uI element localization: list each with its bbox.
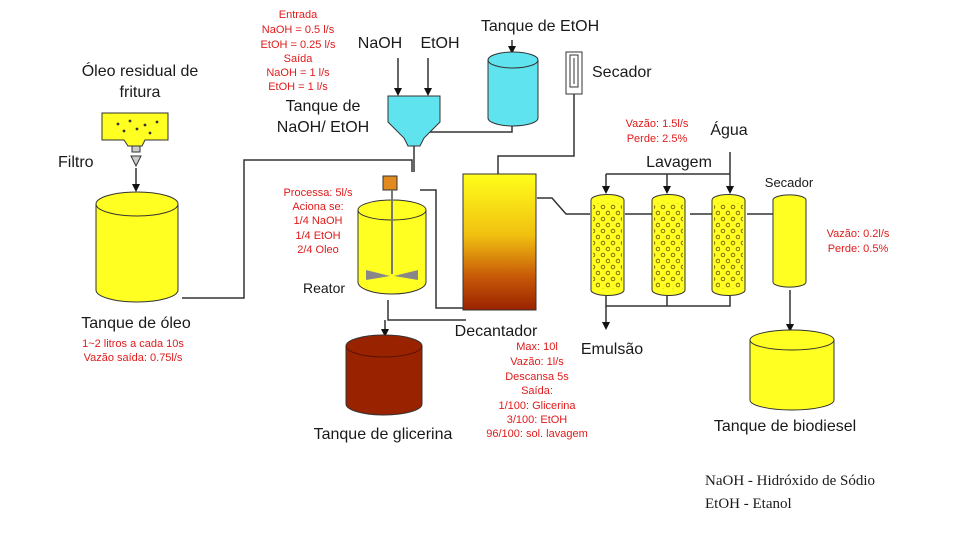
annotation-line: Aciona se: bbox=[292, 201, 343, 213]
label-oleo-residual-2: fritura bbox=[120, 84, 161, 101]
legend-line-2: EtOH - Etanol bbox=[705, 496, 792, 512]
etoh-dryer bbox=[565, 51, 583, 95]
annotation-decantador: Max: 10l Vazão: 1l/s Descansa 5s Saída: … bbox=[486, 341, 588, 440]
annotation-line: Vazão: 0.2l/s bbox=[827, 228, 890, 240]
wash-column-2 bbox=[651, 194, 686, 296]
annotation-line: 1/4 NaOH bbox=[294, 215, 343, 227]
legend: NaOH - Hidróxido de Sódio EtOH - Etanol bbox=[705, 473, 875, 512]
annotation-line: NaOH = 1 l/s bbox=[266, 67, 330, 79]
label-reator: Reator bbox=[303, 280, 345, 296]
annotation-naoh-tank: Entrada NaOH = 0.5 l/s EtOH = 0.25 l/s S… bbox=[261, 9, 336, 93]
annotation-line: EtOH = 0.25 l/s bbox=[261, 39, 336, 51]
annotation-lavagem: Vazão: 1.5l/s Perde: 2.5% bbox=[626, 118, 689, 145]
wash-column-3 bbox=[711, 194, 746, 296]
annotation-line: Processa: 5l/s bbox=[283, 187, 353, 199]
label-tanque-naoh-2: NaOH/ EtOH bbox=[277, 119, 369, 136]
oil-tank bbox=[95, 191, 179, 303]
label-lavagem: Lavagem bbox=[646, 154, 712, 171]
label-naoh: NaOH bbox=[358, 35, 402, 52]
annotation-line: Perde: 2.5% bbox=[627, 133, 688, 145]
label-tanque-biodiesel: Tanque de biodiesel bbox=[714, 418, 856, 435]
label-tanque-naoh-1: Tanque de bbox=[286, 98, 361, 115]
annotation-line: EtOH = 1 l/s bbox=[268, 81, 328, 93]
annotation-line: 1~2 litros a cada 10s bbox=[82, 338, 184, 350]
label-agua: Água bbox=[710, 120, 747, 139]
annotation-line: Vazão: 1.5l/s bbox=[626, 118, 689, 130]
annotation-line: 2/4 Oleo bbox=[297, 244, 339, 256]
reactor bbox=[357, 175, 427, 295]
label-tanque-oleo: Tanque de óleo bbox=[81, 315, 191, 332]
oil-feed-hopper bbox=[101, 112, 169, 168]
label-filtro: Filtro bbox=[58, 154, 94, 171]
legend-line-1: NaOH - Hidróxido de Sódio bbox=[705, 473, 875, 489]
etoh-tank bbox=[487, 51, 539, 127]
annotation-line: Vazão saída: 0.75l/s bbox=[84, 352, 183, 364]
annotation-line: Entrada bbox=[279, 9, 318, 21]
annotation-reator: Processa: 5l/s Aciona se: 1/4 NaOH 1/4 E… bbox=[283, 187, 353, 256]
label-decantador: Decantador bbox=[455, 323, 538, 340]
label-etoh: EtOH bbox=[420, 35, 459, 52]
annotation-line: 1/4 EtOH bbox=[295, 230, 340, 242]
biodiesel-dryer bbox=[772, 194, 807, 288]
label-secador-right: Secador bbox=[765, 175, 814, 190]
annotation-line: Descansa 5s bbox=[505, 371, 569, 383]
pipes bbox=[132, 40, 794, 337]
annotation-line: 96/100: sol. lavagem bbox=[486, 428, 588, 440]
annotation-line: Saída bbox=[284, 53, 314, 65]
annotation-line: Max: 10l bbox=[516, 341, 558, 353]
label-secador-top: Secador bbox=[592, 64, 652, 81]
wash-column-1 bbox=[590, 194, 625, 296]
annotation-line: Saída: bbox=[521, 385, 553, 397]
annotation-line: Perde: 0.5% bbox=[828, 243, 889, 255]
annotation-line: NaOH = 0.5 l/s bbox=[262, 24, 335, 36]
biodiesel-tank bbox=[749, 329, 835, 411]
label-tanque-glicerina: Tanque de glicerina bbox=[314, 426, 453, 443]
annotation-secador: Vazão: 0.2l/s Perde: 0.5% bbox=[827, 228, 890, 255]
glycerin-tank bbox=[345, 334, 423, 416]
annotation-line: 1/100: Glicerina bbox=[498, 400, 576, 412]
annotation-line: Vazão: 1l/s bbox=[510, 356, 564, 368]
decanter bbox=[462, 173, 537, 311]
label-oleo-residual-1: Óleo residual de bbox=[82, 61, 199, 80]
naoh-etoh-tank bbox=[387, 95, 441, 147]
label-tanque-etoh: Tanque de EtOH bbox=[481, 18, 599, 35]
annotation-oleo-tank: 1~2 litros a cada 10s Vazão saída: 0.75l… bbox=[82, 338, 184, 364]
label-emulsao: Emulsão bbox=[581, 341, 643, 358]
annotation-line: 3/100: EtOH bbox=[507, 414, 568, 426]
